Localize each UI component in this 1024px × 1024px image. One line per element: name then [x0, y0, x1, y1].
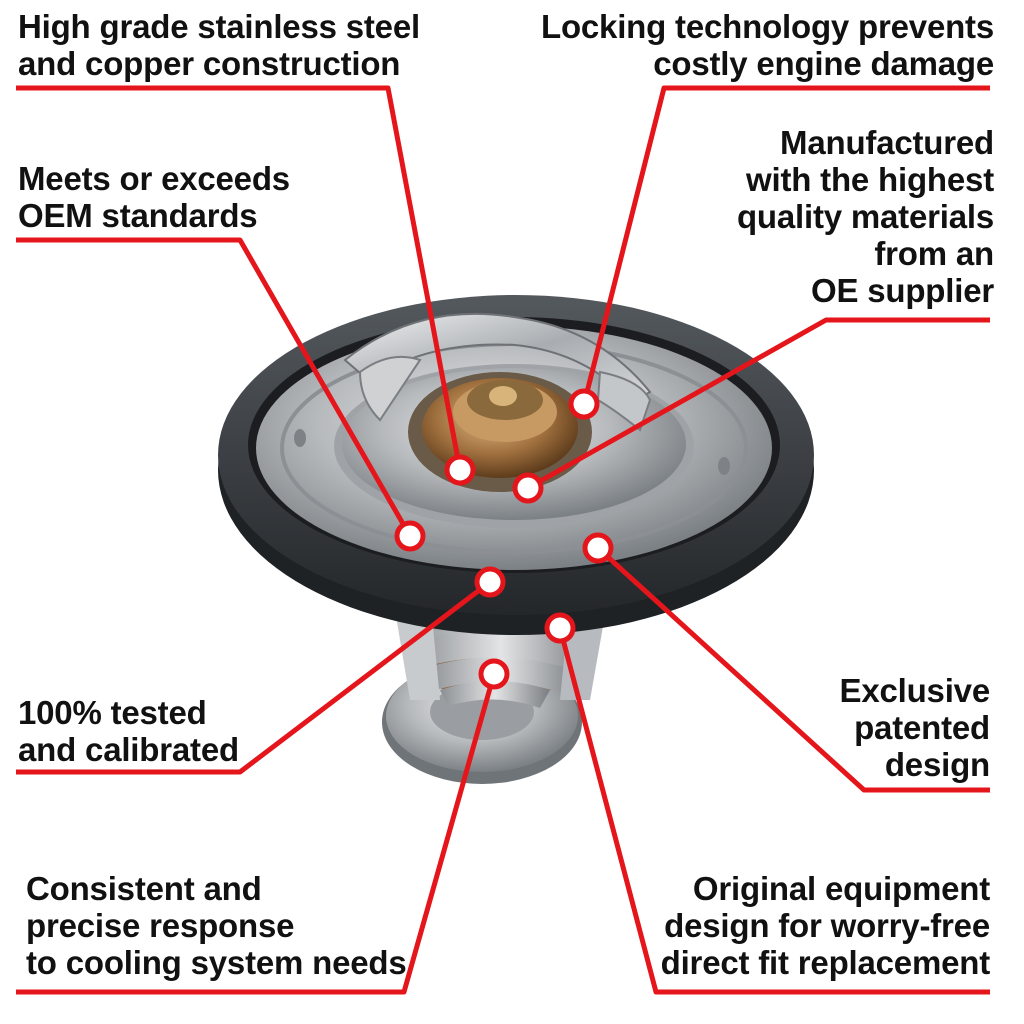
callout-dot-1: [444, 454, 476, 486]
callout-line-text: Manufactured: [780, 124, 994, 161]
callout-line-3: [16, 237, 413, 538]
callout-line-text: patented: [854, 709, 990, 746]
callout-line-text: Exclusive: [839, 672, 991, 709]
callout-label-oe-supplier: Manufactured with the highest quality ma…: [737, 124, 994, 309]
callout-line-6: [596, 546, 990, 793]
callout-dot-6: [582, 532, 614, 564]
callout-line-text: Original equipment: [692, 870, 990, 907]
callout-line-text: High grade stainless steel: [18, 8, 420, 45]
callout-dot-4: [512, 472, 544, 504]
callout-line-text: OE supplier: [810, 272, 994, 309]
callout-line-text: and calibrated: [18, 731, 239, 768]
callout-line-text: OEM standards: [18, 197, 258, 234]
callout-dot-5: [474, 566, 506, 598]
callout-label-consistent-response: Consistent and precise response to cooli…: [26, 870, 407, 981]
callout-line-text: quality materials: [736, 198, 994, 235]
valve-center: [408, 372, 592, 492]
callout-line-1: [16, 85, 463, 471]
callout-line-text: costly engine damage: [653, 45, 994, 82]
callout-line-text: precise response: [26, 907, 295, 944]
callout-dot-8: [544, 612, 576, 644]
callout-line-text: design: [884, 746, 990, 783]
callout-line-text: to cooling system needs: [26, 944, 407, 981]
callout-dot-7: [478, 658, 510, 690]
callout-line-text: direct fit replacement: [660, 944, 991, 981]
callout-dot-3: [394, 520, 426, 552]
callout-dots: [394, 388, 614, 690]
callout-line-8: [557, 627, 990, 995]
callout-line-text: design for worry-free: [664, 907, 990, 944]
callout-label-oem-standards: Meets or exceeds OEM standards: [18, 160, 290, 234]
frame-bridge: [343, 312, 652, 432]
callout-line-text: Meets or exceeds: [18, 160, 290, 197]
callout-line-2: [581, 85, 990, 405]
callout-lines: [16, 85, 990, 995]
callout-line-text: Consistent and: [26, 870, 262, 907]
callout-label-stainless-copper: High grade stainless steel and copper co…: [18, 8, 420, 82]
callout-line-4: [526, 317, 990, 491]
callout-line-text: from an: [874, 235, 994, 272]
callout-line-5: [16, 580, 492, 775]
callout-dot-2: [568, 388, 600, 420]
callout-label-direct-fit: Original equipment design for worry-free…: [660, 870, 991, 981]
callout-line-text: 100% tested: [18, 694, 207, 731]
callout-label-tested-calibrated: 100% tested and calibrated: [18, 694, 239, 768]
callout-line-7: [16, 673, 497, 995]
callout-line-text: and copper construction: [18, 45, 401, 82]
callout-line-text: with the highest: [746, 161, 994, 198]
callout-line-text: Locking technology prevents: [540, 8, 994, 45]
callout-label-locking-technology: Locking technology prevents costly engin…: [541, 8, 994, 82]
callout-label-patented-design: Exclusive patented design: [839, 672, 991, 783]
